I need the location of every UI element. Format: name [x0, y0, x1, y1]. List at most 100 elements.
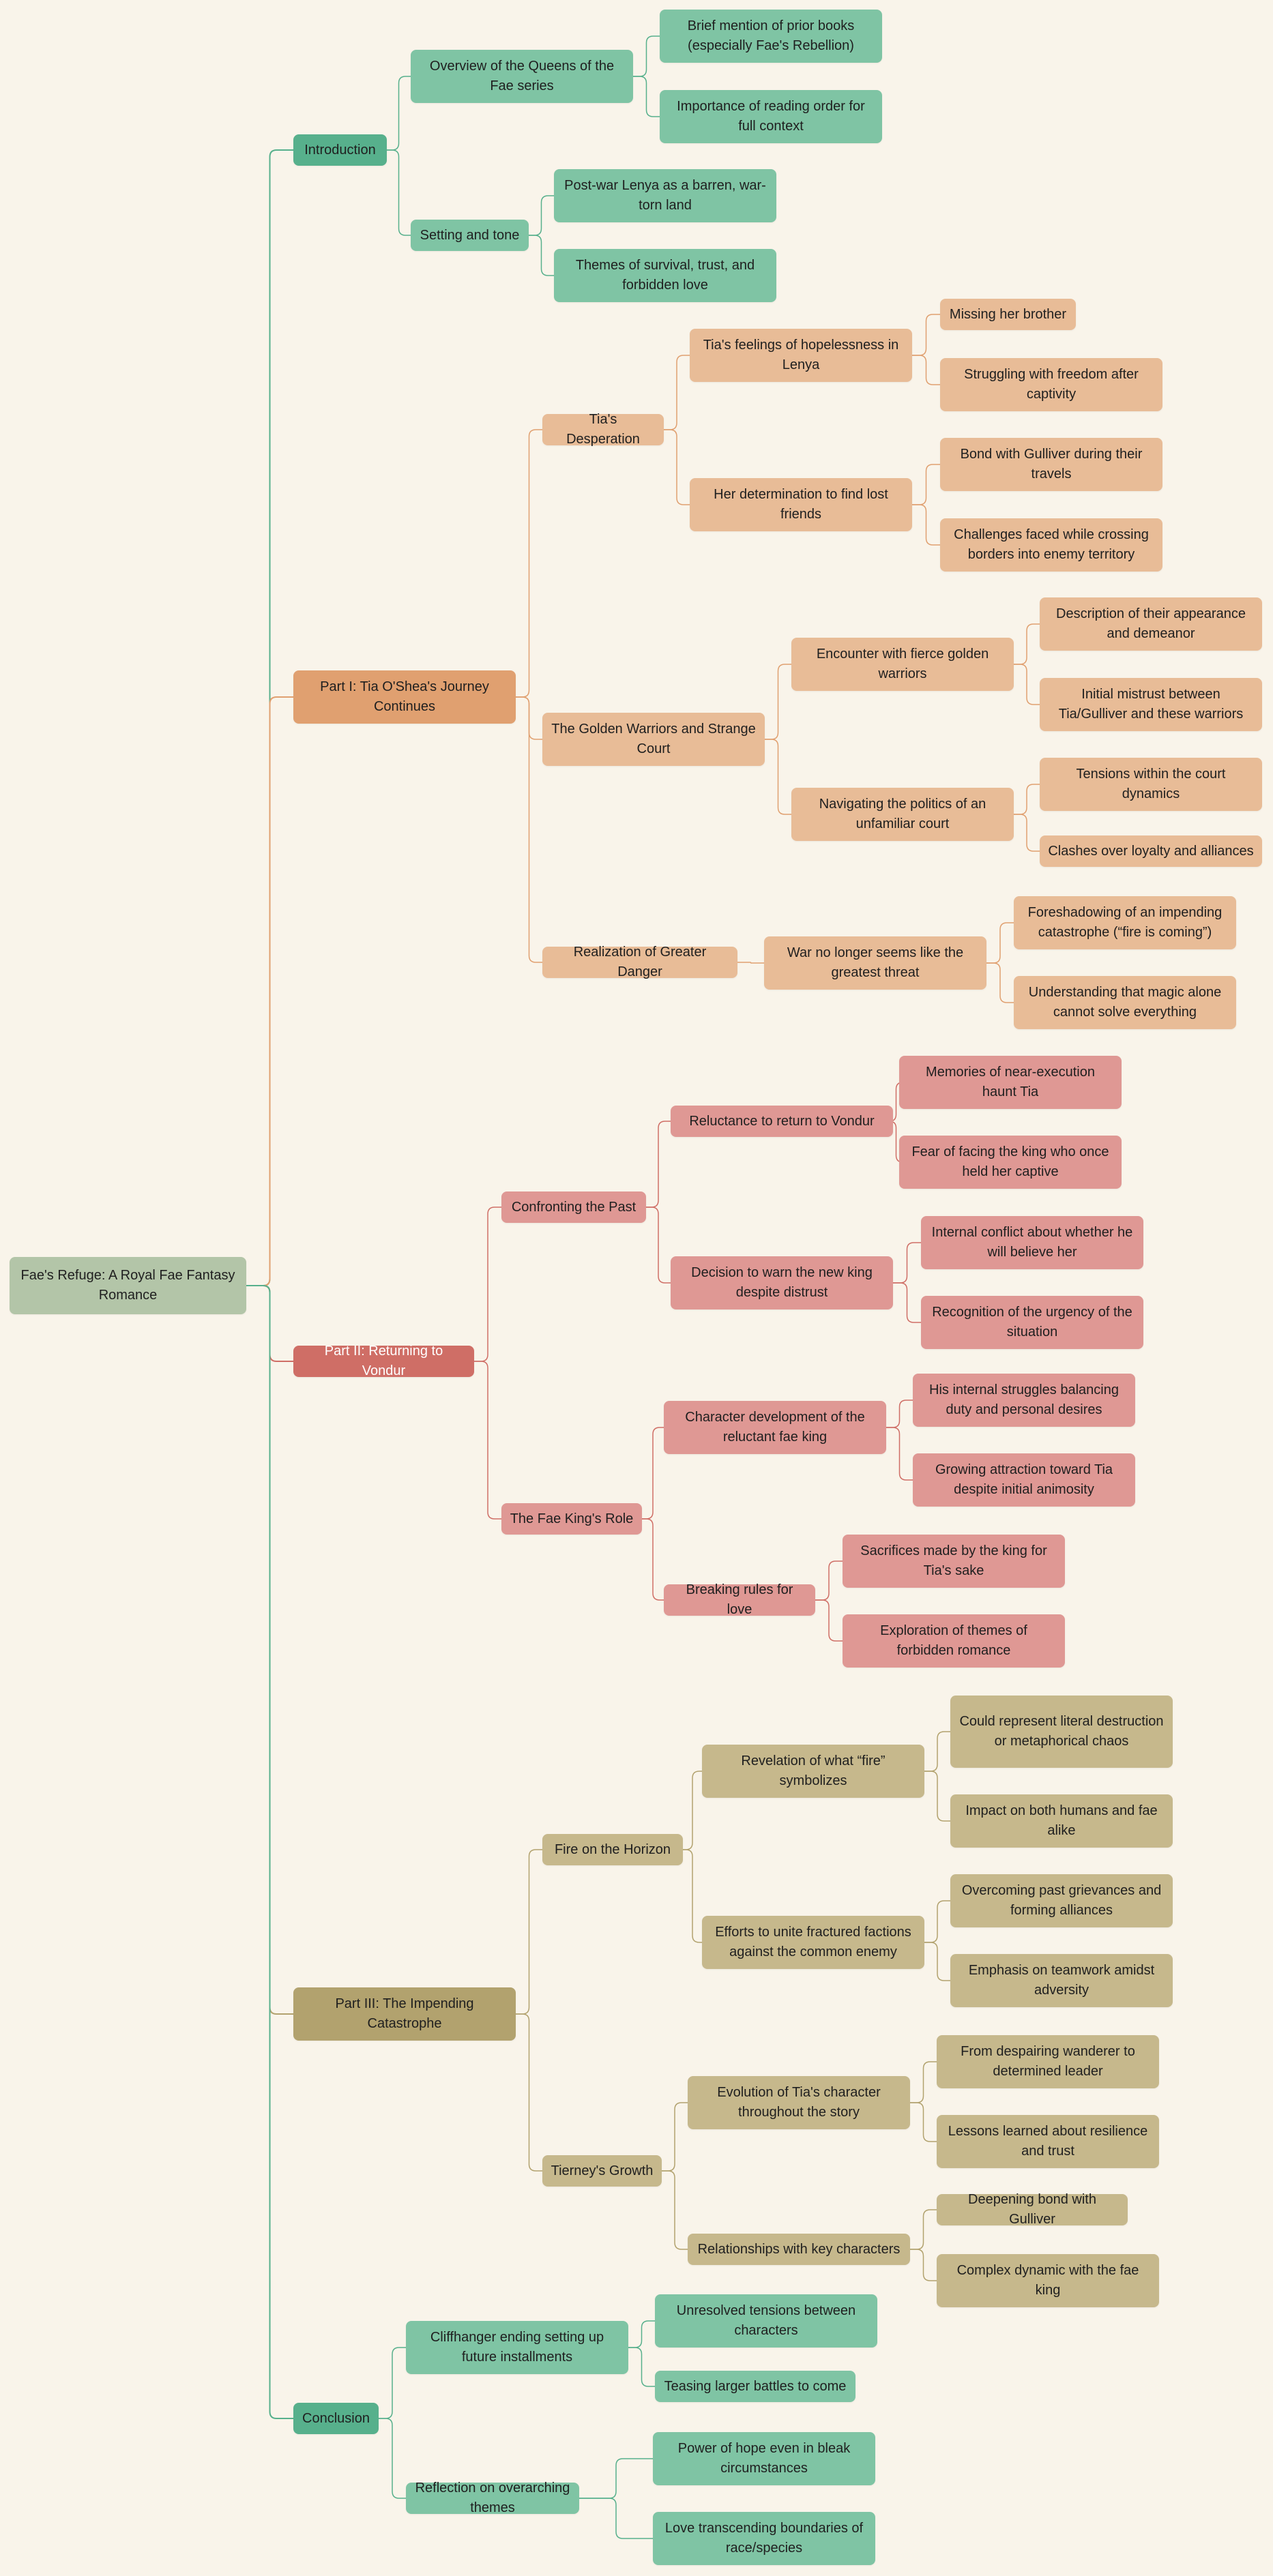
- topic-node: Confronting the Past: [501, 1191, 646, 1223]
- connector-line: [683, 1849, 702, 1943]
- connector-line: [815, 1599, 843, 1642]
- topic-node: Setting and tone: [411, 220, 529, 251]
- subtopic-node: Unresolved tensions between characters: [655, 2294, 877, 2348]
- connector-line: [1014, 784, 1040, 815]
- connector-line: [664, 355, 690, 430]
- connector-line: [1014, 664, 1040, 705]
- connector-line: [246, 696, 293, 1286]
- connector-line: [646, 1121, 671, 1208]
- detail-node: Description of their appearance and deme…: [1040, 597, 1262, 651]
- topic-node: Tia's Desperation: [542, 412, 664, 447]
- topic-node: Tierney's Growth: [542, 2155, 662, 2187]
- topic-node: Cliffhanger ending setting up future ins…: [406, 2321, 628, 2374]
- connector-line: [765, 739, 791, 815]
- detail-node: Foreshadowing of an impending catastroph…: [1014, 896, 1236, 949]
- connector-line: [986, 962, 1014, 1003]
- connector-line: [662, 2102, 688, 2172]
- root-node: Fae's Refuge: A Royal Fae Fantasy Romanc…: [10, 1257, 246, 1314]
- connector-line: [387, 76, 411, 151]
- connector-line: [912, 355, 940, 385]
- detail-node: Fear of facing the king who once held he…: [899, 1136, 1122, 1189]
- connector-line: [912, 504, 940, 546]
- detail-node: Deepening bond with Gulliver: [937, 2192, 1128, 2227]
- connector-line: [387, 149, 411, 236]
- connector-line: [646, 1206, 671, 1284]
- detail-node: Missing her brother: [940, 299, 1076, 330]
- connector-line: [633, 35, 660, 77]
- detail-node: Internal conflict about whether he will …: [921, 1216, 1143, 1269]
- connector-line: [642, 1518, 664, 1601]
- subtopic-node: Breaking rules for love: [664, 1582, 815, 1617]
- connector-line: [924, 1900, 950, 1943]
- detail-node: Struggling with freedom after captivity: [940, 358, 1162, 411]
- connector-line: [579, 2458, 653, 2499]
- topic-node: Realization of Greater Danger: [542, 945, 737, 979]
- subtopic-node: War no longer seems like the greatest th…: [764, 936, 986, 990]
- connector-line: [628, 2320, 655, 2348]
- connector-line: [893, 1242, 921, 1284]
- connector-line: [516, 1849, 542, 2015]
- subtopic-node: Teasing larger battles to come: [655, 2371, 855, 2402]
- detail-node: Overcoming past grievances and forming a…: [950, 1874, 1173, 1927]
- detail-node: Emphasis on teamwork amidst adversity: [950, 1954, 1173, 2007]
- topic-node: The Golden Warriors and Strange Court: [542, 713, 765, 766]
- connector-line: [664, 429, 690, 505]
- topic-node: The Fae King's Role: [501, 1503, 642, 1535]
- connector-line: [516, 2013, 542, 2172]
- branch-node: Part II: Returning to Vondur: [293, 1344, 474, 1378]
- subtopic-node: Character development of the reluctant f…: [664, 1401, 886, 1454]
- connector-line: [246, 1285, 293, 2419]
- connector-line: [683, 1771, 702, 1850]
- detail-node: His internal struggles balancing duty an…: [913, 1374, 1135, 1427]
- detail-node: Exploration of themes of forbidden roman…: [843, 1614, 1065, 1668]
- detail-node: Recognition of the urgency of the situat…: [921, 1296, 1143, 1349]
- connector-line: [910, 2061, 937, 2103]
- connector-line: [912, 464, 940, 505]
- topic-node: Overview of the Queens of the Fae series: [411, 50, 633, 103]
- branch-node: Introduction: [293, 134, 387, 166]
- connector-line: [924, 1771, 950, 1822]
- connector-line: [910, 2102, 937, 2142]
- connector-line: [516, 696, 542, 963]
- detail-node: Could represent literal destruction or m…: [950, 1696, 1173, 1768]
- subtopic-node: Encounter with fierce golden warriors: [791, 638, 1014, 691]
- connector-line: [1014, 623, 1040, 665]
- connector-line: [893, 1282, 921, 1323]
- subtopic-node: Importance of reading order for full con…: [660, 90, 882, 143]
- subtopic-node: Navigating the politics of an unfamiliar…: [791, 788, 1014, 841]
- connector-line: [474, 1361, 501, 1520]
- connector-line: [886, 1427, 913, 1481]
- subtopic-node: Reluctance to return to Vondur: [671, 1106, 893, 1137]
- connector-line: [628, 2347, 655, 2387]
- subtopic-node: Tia's feelings of hopelessness in Lenya: [690, 329, 912, 382]
- branch-node: Part III: The Impending Catastrophe: [293, 1987, 516, 2041]
- subtopic-node: Love transcending boundaries of race/spe…: [653, 2512, 875, 2565]
- subtopic-node: Efforts to unite fractured factions agai…: [702, 1916, 924, 1969]
- connector-line: [662, 2170, 688, 2250]
- detail-node: Complex dynamic with the fae king: [937, 2254, 1159, 2307]
- connector-line: [579, 2498, 653, 2539]
- detail-node: Growing attraction toward Tia despite in…: [913, 1453, 1135, 1507]
- connector-line: [379, 2418, 406, 2499]
- connector-line: [924, 1731, 950, 1772]
- detail-node: Challenges faced while crossing borders …: [940, 518, 1162, 572]
- detail-node: Impact on both humans and fae alike: [950, 1794, 1173, 1848]
- detail-node: Bond with Gulliver during their travels: [940, 438, 1162, 491]
- detail-node: Clashes over loyalty and alliances: [1040, 835, 1262, 867]
- subtopic-node: Her determination to find lost friends: [690, 478, 912, 531]
- connector-line: [815, 1560, 843, 1601]
- connector-line: [379, 2347, 406, 2419]
- subtopic-node: Brief mention of prior books (especially…: [660, 10, 882, 63]
- connector-line: [886, 1400, 913, 1428]
- connector-line: [924, 1942, 950, 1981]
- subtopic-node: Relationships with key characters: [688, 2234, 910, 2265]
- topic-node: Reflection on overarching themes: [406, 2481, 579, 2515]
- connector-line: [516, 429, 542, 698]
- branch-node: Part I: Tia O'Shea's Journey Continues: [293, 670, 516, 724]
- branch-node: Conclusion: [293, 2403, 379, 2434]
- detail-node: Sacrifices made by the king for Tia's sa…: [843, 1535, 1065, 1588]
- detail-node: From despairing wanderer to determined l…: [937, 2035, 1159, 2088]
- topic-node: Fire on the Horizon: [542, 1834, 683, 1865]
- connector-line: [633, 76, 660, 117]
